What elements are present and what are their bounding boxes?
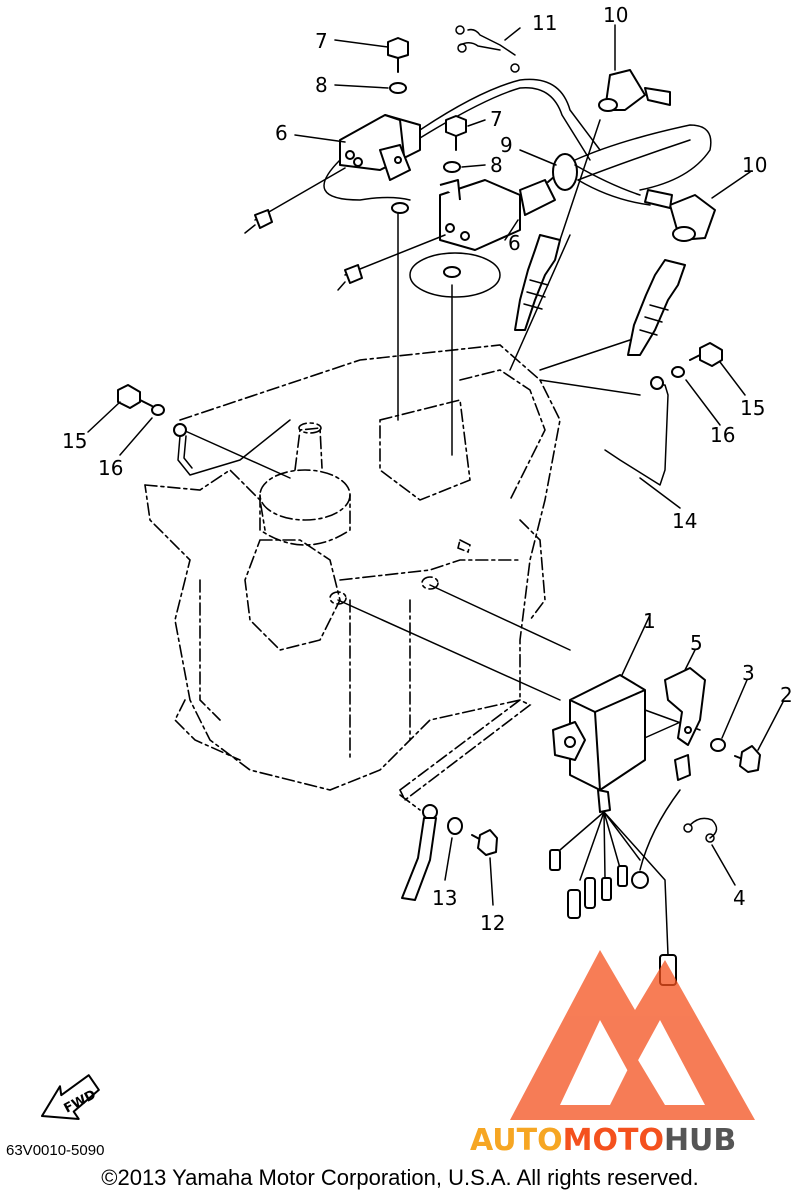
callout-10a: 10 [603, 3, 628, 27]
bracket [664, 667, 706, 746]
callout-16b: 16 [710, 423, 735, 447]
ignition-coil-lower [337, 169, 563, 298]
callout-15b: 15 [740, 396, 765, 420]
bolt-12 [471, 829, 498, 856]
wire-clip [455, 25, 520, 73]
spark-plug-left [514, 234, 561, 331]
callout-13: 13 [432, 886, 457, 910]
automotohub-logo: AUTOMOTOHUB [470, 950, 755, 1158]
bolt-middle [443, 115, 467, 173]
callout-3: 3 [742, 661, 755, 685]
callout-14: 14 [672, 509, 697, 533]
callout-6b: 6 [508, 231, 521, 255]
callout-numbers: 1 2 3 4 5 6 6 7 7 8 8 9 10 10 11 12 13 1… [62, 3, 793, 935]
callout-6a: 6 [275, 121, 288, 145]
callout-15a: 15 [62, 429, 87, 453]
logo-auto: AUTO [470, 1123, 563, 1158]
spark-plug-right [627, 259, 686, 356]
bolt-cdi [734, 745, 761, 773]
callout-1: 1 [643, 609, 656, 633]
callout-7b: 7 [490, 107, 503, 131]
ignition-coil-upper [244, 78, 601, 234]
callout-7a: 7 [315, 29, 328, 53]
logo-moto: MOTO [563, 1123, 664, 1158]
clip-4 [683, 817, 718, 843]
callout-9: 9 [500, 133, 513, 157]
callout-8b: 8 [490, 153, 503, 177]
svg-text:AUTOMOTOHUB: AUTOMOTOHUB [470, 1123, 736, 1158]
callout-leaders [87, 24, 784, 906]
engine-block-outline [144, 344, 561, 811]
callout-2: 2 [780, 683, 793, 707]
callout-11: 11 [532, 11, 557, 35]
ground-lead-left [173, 419, 291, 476]
grommet-and-leads [552, 124, 712, 206]
spark-plug-cap-lower [644, 189, 716, 242]
washer-cdi [710, 738, 726, 752]
bolt-right [671, 342, 723, 378]
callout-12: 12 [480, 911, 505, 935]
ground-lead-right [539, 376, 669, 486]
washer-13 [447, 817, 463, 835]
callout-10b: 10 [742, 153, 767, 177]
logo-hub: HUB [664, 1123, 736, 1158]
copyright-notice: ©2013 Yamaha Motor Corporation, U.S.A. A… [101, 1165, 699, 1190]
cdi-unit [549, 674, 691, 986]
ground-lead-bottom [401, 804, 438, 901]
spark-plug-cap-upper [598, 69, 671, 112]
fwd-arrow: FWD [40, 1074, 100, 1120]
bolt-left [117, 384, 165, 416]
callout-8a: 8 [315, 73, 328, 97]
callout-4: 4 [733, 886, 746, 910]
drawing-code: 63V0010-5090 [6, 1142, 105, 1159]
bolt-upper [387, 37, 409, 94]
callout-16a: 16 [98, 456, 123, 480]
callout-5: 5 [690, 631, 703, 655]
